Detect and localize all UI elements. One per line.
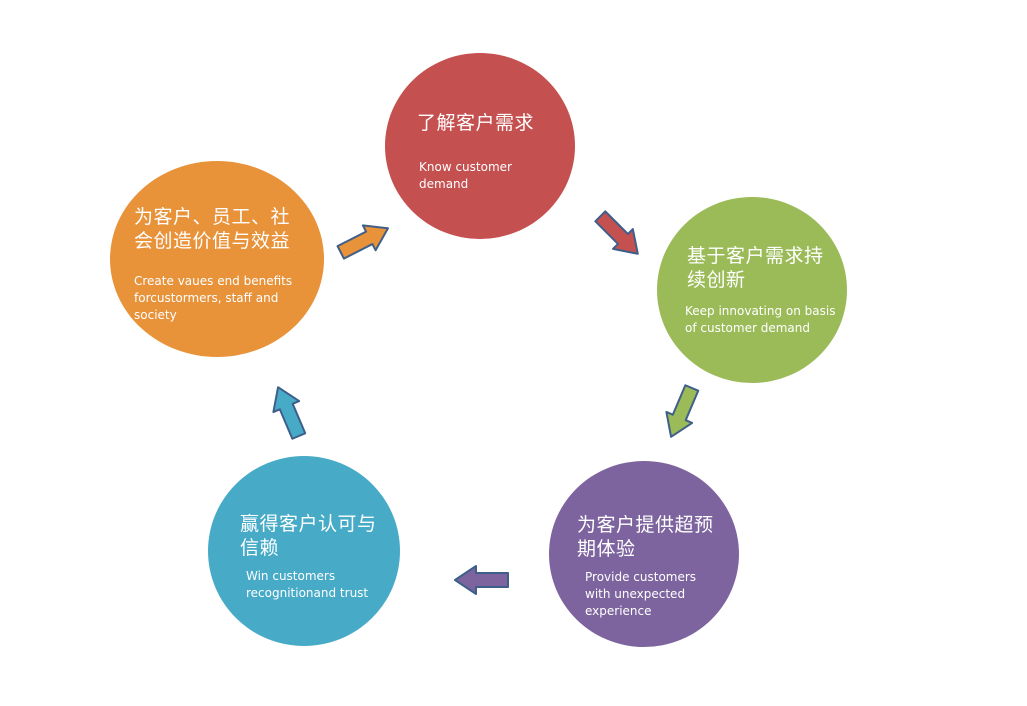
node-create-values-benefits: 为客户、员工、社 会创造价值与效益 Create vaues end benef… <box>110 161 324 357</box>
arrow-left-icon <box>454 565 509 595</box>
arrow-left-to-top <box>336 224 389 260</box>
arrow-top-to-right <box>594 210 639 255</box>
node-title-zh: 赢得客户认可与 信赖 <box>240 513 377 559</box>
node-title-zh: 基于客户需求持 续创新 <box>687 245 824 291</box>
node-know-customer-demand: 了解客户需求 Know customer demand <box>385 53 575 239</box>
arrow-up-right-icon <box>336 224 389 260</box>
node-title-en: Create vaues end benefits forcustormers,… <box>134 274 293 322</box>
arrow-down-icon <box>665 384 700 438</box>
node-unexpected-experience: 为客户提供超预 期体验 Provide customers with unexp… <box>549 461 739 647</box>
node-keep-innovating: 基于客户需求持 续创新 Keep innovating on basis of … <box>657 197 847 383</box>
node-title-zh: 为客户、员工、社 会创造价值与效益 <box>134 206 291 252</box>
arrow-up-icon <box>272 386 307 440</box>
arrow-right-to-bottom-right <box>665 384 700 438</box>
node-win-recognition-trust: 赢得客户认可与 信赖 Win customers recognitionand … <box>208 456 400 646</box>
arrow-bottom-right-to-bottom-left <box>454 565 509 595</box>
node-title-zh: 了解客户需求 <box>417 112 535 134</box>
node-title-en: Win customers recognitionand trust <box>246 569 369 600</box>
arrow-bottom-left-to-left <box>272 386 307 440</box>
arrow-down-right-icon <box>594 210 639 255</box>
node-title-en: Know customer demand <box>419 160 512 191</box>
node-title-en: Provide customers with unexpected experi… <box>585 570 697 618</box>
node-title-zh: 为客户提供超预 期体验 <box>577 514 714 560</box>
node-title-en: Keep innovating on basis of customer dem… <box>685 304 836 335</box>
